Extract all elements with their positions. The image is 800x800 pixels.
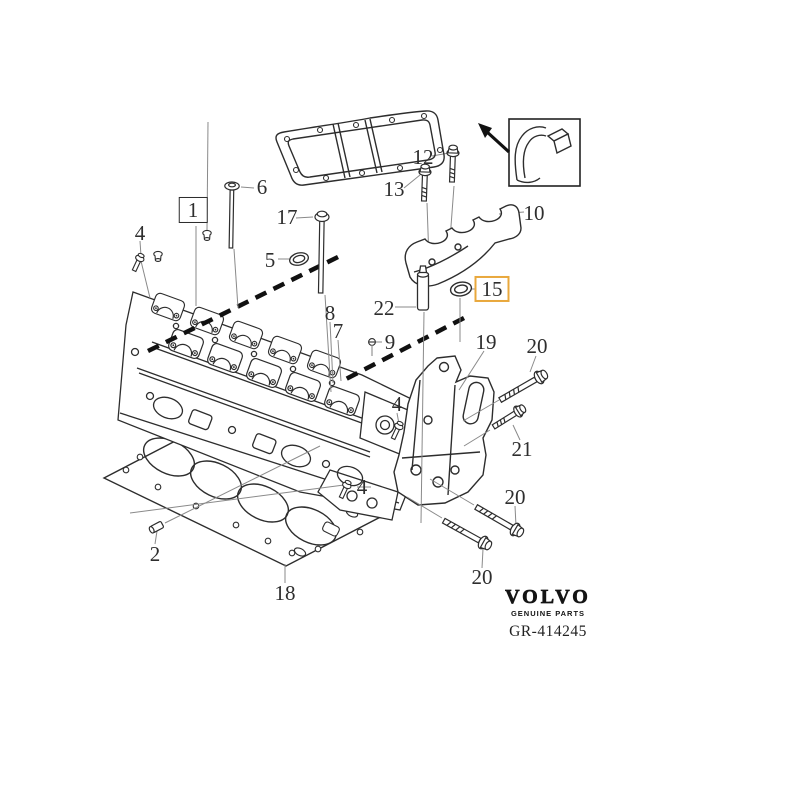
inset-arrowhead [478, 123, 492, 138]
callout-8[interactable]: 8 [324, 300, 336, 325]
callout-22[interactable]: 22 [373, 295, 395, 320]
callout-4[interactable]: 4 [356, 474, 368, 499]
callout-1[interactable]: 1 [178, 196, 208, 224]
callout-19[interactable]: 19 [475, 329, 497, 354]
detail-inset [478, 118, 581, 187]
assembly-axis-dashes [141, 254, 466, 381]
callout-18[interactable]: 18 [274, 580, 296, 605]
callout-20[interactable]: 20 [504, 484, 526, 509]
inset-arrow [484, 129, 511, 154]
callout-9[interactable]: 9 [384, 329, 396, 354]
callout-7[interactable]: 7 [332, 318, 344, 343]
callout-5[interactable]: 5 [264, 247, 276, 272]
callout-4[interactable]: 4 [391, 391, 403, 416]
callout-6[interactable]: 6 [256, 174, 268, 199]
fasteners-art [129, 144, 551, 554]
callout-4[interactable]: 4 [134, 220, 146, 245]
callout-17[interactable]: 17 [276, 204, 298, 229]
callout-15[interactable]: 15 [474, 275, 510, 303]
volvo-logo: VOLVO [505, 586, 591, 609]
callout-10[interactable]: 10 [523, 200, 545, 225]
callout-21[interactable]: 21 [511, 436, 533, 461]
mount-bracket-art [393, 355, 495, 506]
valve-cover-gasket-art [275, 110, 445, 186]
cylinder-head-art [117, 291, 431, 521]
leader-lines [129, 121, 537, 583]
genuine-parts-tagline: GENUINE PARTS [510, 609, 586, 618]
branding-block: VOLVO GENUINE PARTS GR-414245 [500, 586, 596, 641]
callout-20[interactable]: 20 [471, 564, 493, 589]
cam-housing-art [404, 204, 522, 287]
callout-20[interactable]: 20 [526, 333, 548, 358]
drawing-number: GR-414245 [509, 623, 587, 640]
callout-13[interactable]: 13 [383, 176, 405, 201]
callout-12[interactable]: 12 [412, 144, 434, 169]
callout-2[interactable]: 2 [149, 541, 161, 566]
